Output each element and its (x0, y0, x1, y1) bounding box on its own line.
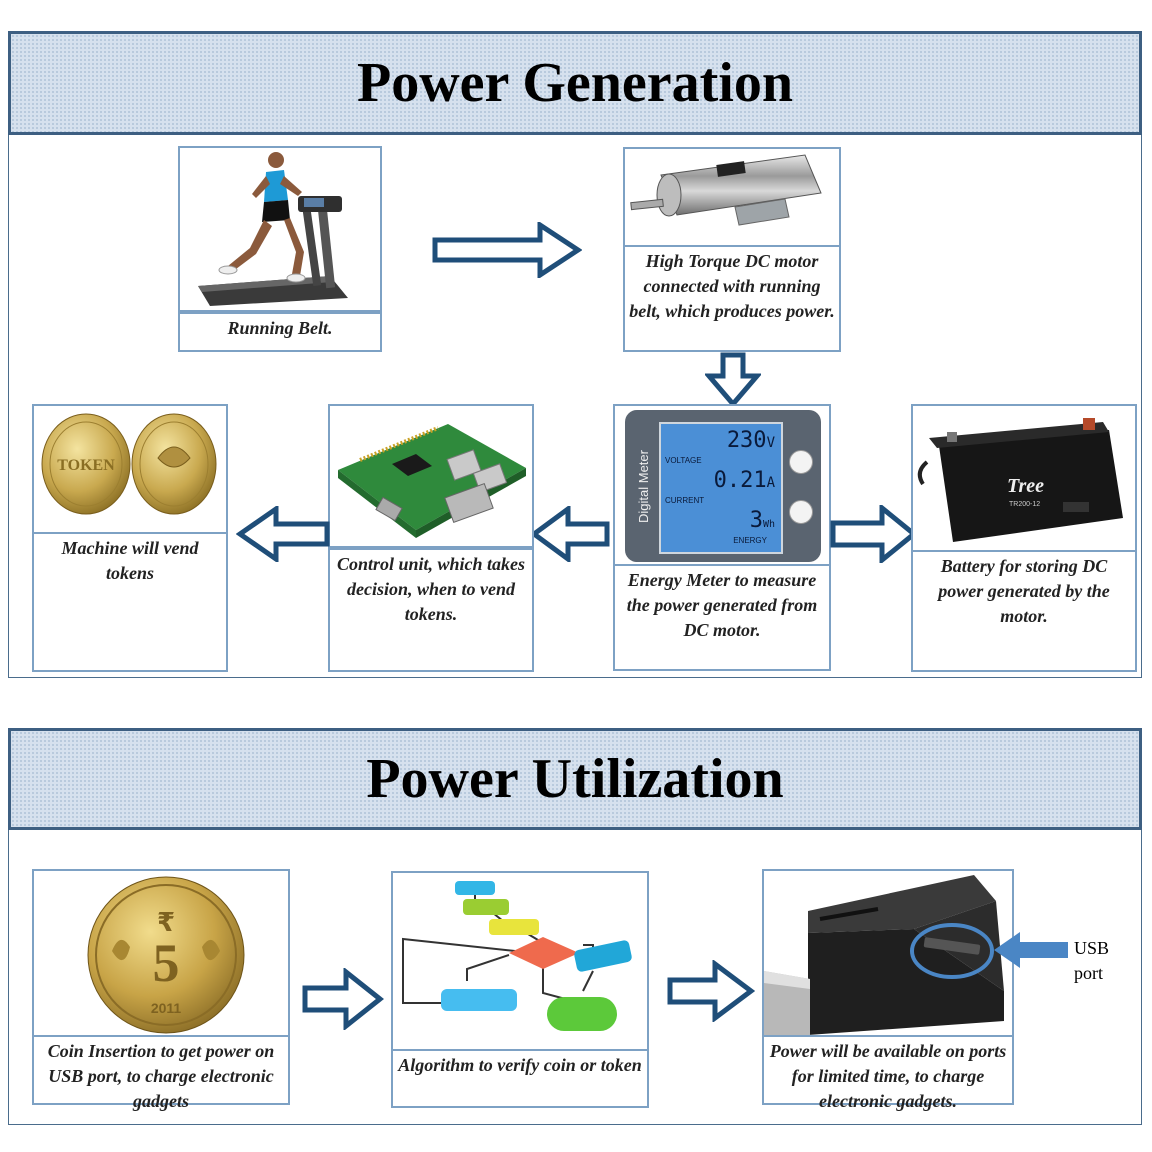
arrow-algorithm-to-power (667, 960, 755, 1022)
arrow-meter-to-control (530, 506, 610, 562)
arrow-coin-to-algorithm (302, 968, 384, 1030)
coin-symbol: ₹ (157, 908, 175, 938)
battery-brand: Tree (1007, 475, 1044, 497)
token-label: TOKEN (57, 457, 115, 474)
coin-value: 5 (153, 933, 180, 993)
arrow-meter-to-battery (830, 505, 918, 563)
coin-year: 2011 (151, 1000, 182, 1016)
energy-meter-caption: Energy Meter to measure the power genera… (613, 564, 831, 671)
meter-knob-icon (789, 450, 813, 474)
battery-caption: Battery for storing DC power generated b… (911, 550, 1137, 672)
battery-model: TR200-12 (1009, 501, 1040, 508)
token-coins-icon: TOKEN (41, 413, 217, 515)
usb-pointer-arrow (994, 932, 1070, 968)
control-unit-caption: Control unit, which takes decision, when… (328, 548, 534, 672)
raspberry-pi-board-icon (338, 424, 526, 538)
algorithm-image (391, 871, 649, 1051)
algorithm-caption: Algorithm to verify coin or token (391, 1049, 649, 1108)
arrow-control-to-tokens (236, 506, 330, 562)
tokens-caption: Machine will vend tokens (32, 532, 228, 672)
utilization-title: Power Utilization (366, 748, 784, 810)
treadmill-runner-icon (198, 152, 348, 306)
control-unit-image (328, 404, 534, 548)
battery-icon: Tree TR200-12 (917, 418, 1123, 542)
running-belt-caption: Running Belt. (178, 312, 382, 352)
meter-brand: Digital Meter (635, 449, 651, 523)
digital-meter-icon: Digital Meter 230V VOLTAGE 0.21A CURRENT… (625, 410, 821, 562)
kiosk-image (762, 869, 1014, 1037)
running-belt-image (178, 146, 382, 312)
generation-title: Power Generation (357, 52, 793, 114)
rupee-coin-icon: ₹ 5 2011 (87, 876, 245, 1034)
dc-motor-image (623, 147, 841, 247)
flowchart-icon (402, 881, 632, 1031)
generation-banner: Power Generation (8, 31, 1142, 135)
charging-kiosk-icon (764, 875, 1004, 1035)
usb-port-label: USB port (1074, 938, 1110, 983)
battery-image: Tree TR200-12 (911, 404, 1137, 552)
meter-screen: 230V VOLTAGE 0.21A CURRENT 3Wh ENERGY (659, 422, 783, 554)
meter-bulb-icon (789, 500, 813, 524)
utilization-banner: Power Utilization (8, 728, 1142, 830)
coin-caption: Coin Insertion to get power on USB port,… (32, 1035, 290, 1111)
usb-highlight-circle (910, 923, 994, 979)
coin-image: ₹ 5 2011 (32, 869, 290, 1037)
arrow-motor-to-meter (705, 352, 761, 408)
tokens-image: TOKEN (32, 404, 228, 534)
power-caption: Power will be available on ports for lim… (762, 1035, 1014, 1111)
dc-motor-icon (630, 154, 822, 226)
dc-motor-caption: High Torque DC motor connected with runn… (623, 245, 841, 352)
arrow-belt-to-motor (432, 222, 582, 278)
energy-meter-image: Digital Meter 230V VOLTAGE 0.21A CURRENT… (613, 404, 831, 566)
